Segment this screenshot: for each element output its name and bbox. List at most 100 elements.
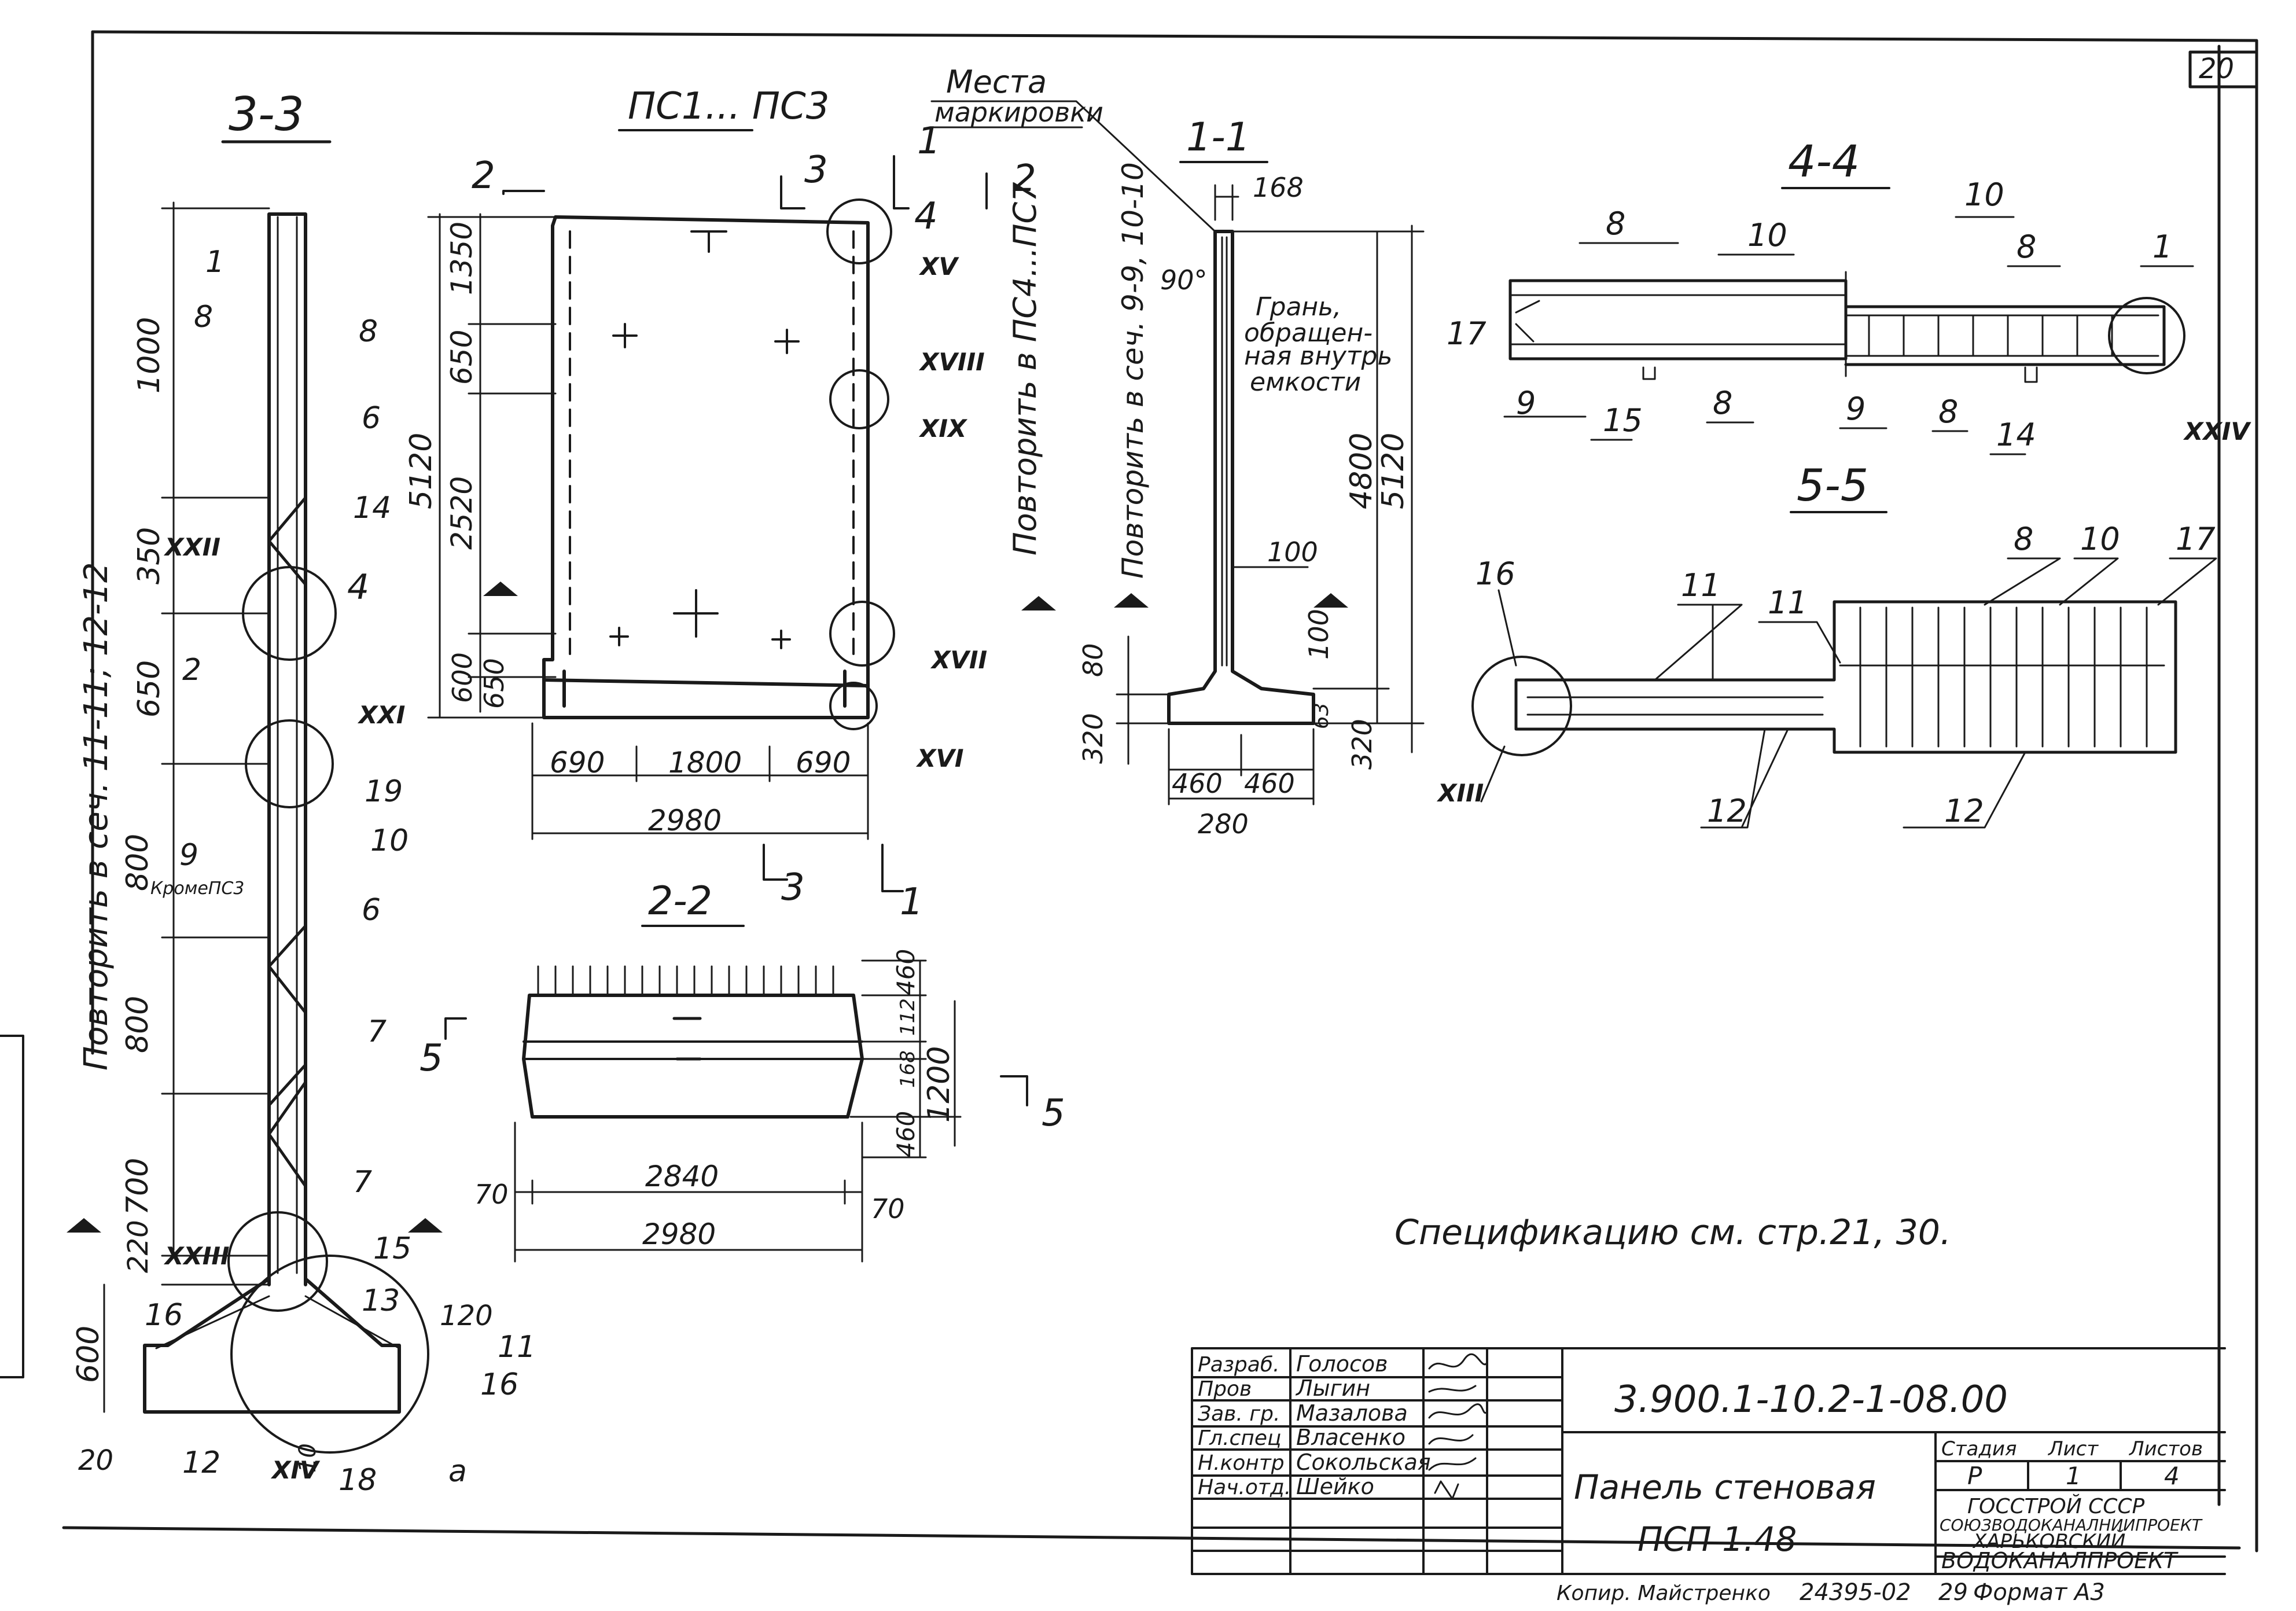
section-2-2: 2-2 460 112 168 460 1200 70 2840 70 2980… — [420, 878, 1065, 1263]
callout: 19 — [365, 774, 403, 809]
dim-1200: 1200 — [922, 1046, 956, 1123]
dim-350: 350 — [132, 527, 167, 584]
footer-page: 29 — [1938, 1579, 1968, 1606]
callout: 10 — [1747, 217, 1787, 253]
callout: 9 — [1516, 385, 1536, 421]
title-block: Разраб. Пров Зав. гр. Гл.спец Н.контр На… — [1191, 1347, 2226, 1575]
name: Голосов — [1296, 1351, 1388, 1377]
dim-600: 600 — [71, 1326, 106, 1383]
node-label: XVIII — [918, 348, 985, 376]
level-mark — [483, 582, 518, 596]
role: Н.контр — [1198, 1451, 1285, 1475]
col-header-stage: Стадия — [1941, 1437, 2017, 1461]
callout: 6 — [362, 401, 381, 436]
callout: 16 — [1476, 556, 1515, 592]
dim-650: 650 — [445, 330, 479, 385]
dim-70a: 70 — [474, 1179, 509, 1210]
panel-section-marks: 2 3 1 4 2 3 1 — [472, 120, 1036, 924]
repeat-note-3-3: Повторить в сеч. 11-11; 12-12 — [78, 562, 115, 1071]
col-header-sheets: Листов — [2128, 1437, 2203, 1461]
node-label: XVII — [930, 646, 987, 674]
callout: 8 — [2014, 521, 2033, 557]
item-title-1: Панель стеновая — [1574, 1467, 1876, 1507]
section-4-4-callouts: 8 10 10 8 1 17 9 15 8 9 8 14 — [1447, 176, 2172, 453]
section-1-1: 1-1 Места маркировки 168 90° 100 100 80 … — [930, 64, 1425, 840]
callout: 16 — [145, 1298, 183, 1333]
dim-650: 650 — [132, 660, 167, 718]
dim-280: 280 — [1198, 808, 1249, 840]
dim-90deg: 90° — [1160, 264, 1208, 296]
title-block-names: Голосов Лыгин Мазалова Власенко Сокольск… — [1295, 1351, 1431, 1499]
dim-700: 700 — [120, 1158, 155, 1215]
role: Нач.отд. — [1198, 1476, 1291, 1499]
callout: 10 — [1964, 176, 2004, 213]
section-mark: 2 — [1013, 157, 1036, 200]
marking-label-1: Места — [946, 64, 1047, 100]
role: Зав. гр. — [1198, 1402, 1280, 1426]
face-note: Грань, обращен- ная внутрь емкости — [1244, 292, 1392, 397]
dim-1800: 1800 — [668, 746, 742, 779]
section-mark: 4 — [914, 195, 938, 238]
node-label: XXI — [357, 701, 405, 729]
level-mark — [1313, 593, 1348, 608]
face-note-line: обращен- — [1244, 318, 1373, 348]
section-mark: 3 — [781, 866, 805, 909]
item-title-2: ПСП 1.48 — [1638, 1520, 1797, 1559]
level-mark — [67, 1218, 101, 1233]
section-5-5: 5-5 16 11 11 8 10 17 12 12 XIII — [1436, 459, 2217, 829]
callout: 10 — [2080, 521, 2120, 557]
org-line: ХАРЬКОВСКИЙ — [1972, 1529, 2125, 1553]
dim-460a: 460 — [1172, 768, 1223, 799]
sheets-value: 4 — [2164, 1462, 2180, 1490]
section-5-5-callouts: 16 11 11 8 10 17 12 12 — [1476, 521, 2216, 829]
callout: 17 — [1447, 315, 1486, 352]
panel-elevation: ПС1... ПС3 1350 650 2520 600 650 — [427, 85, 1056, 924]
col-header-sheet: Лист — [2047, 1437, 2099, 1461]
section-mark: 2 — [472, 155, 495, 197]
node-label: XVI — [915, 744, 964, 773]
callout: 8 — [194, 300, 213, 334]
node-label: XIII — [1436, 779, 1484, 807]
callout: 6 — [362, 893, 381, 928]
callout: 11 — [1768, 584, 1808, 621]
section-3-3: 3-3 1000 350 650 800 800 700 220 600 512… — [67, 87, 536, 1498]
face-note-line: Грань, — [1256, 292, 1341, 322]
footer-copy: Копир. Майстренко — [1557, 1581, 1771, 1605]
dim-320a: 320 — [1077, 713, 1109, 764]
dim-5120: 5120 — [404, 433, 439, 509]
callout: 11 — [498, 1330, 536, 1364]
section-4-4: 4-4 8 10 10 8 1 17 9 15 8 9 8 14 XXIV — [1447, 135, 2251, 455]
name: Власенко — [1296, 1425, 1405, 1450]
dim-100b: 100 — [1303, 609, 1334, 660]
section-2-2-dimension-lines — [514, 959, 962, 1263]
dim-63: 63 — [1309, 702, 1333, 729]
callout: 15 — [373, 1231, 411, 1266]
callout: 12 — [1944, 793, 1984, 829]
section-4-4-title: 4-4 — [1788, 135, 1860, 187]
name: Сокольская — [1296, 1450, 1431, 1475]
node-label: XIV — [270, 1456, 321, 1484]
section-3-3-callouts: 1 8 8 6 14 2 19 10 9 6 7 7 15 16 13 11 1… — [145, 245, 536, 1498]
callout: 10 — [370, 823, 409, 858]
panel-nodes: XV XVIII XIX XVII XVI — [915, 252, 987, 773]
panel-dimension-lines — [427, 213, 869, 840]
dim-690a: 690 — [550, 746, 605, 779]
dim-800b: 800 — [120, 996, 155, 1053]
role: Гл.спец — [1198, 1426, 1282, 1450]
dim-168: 168 — [1253, 172, 1304, 203]
stage-value: Р — [1967, 1462, 1982, 1490]
section-1-1-title: 1-1 — [1186, 115, 1250, 160]
callout: 12 — [1707, 793, 1747, 829]
dim-650b: 650 — [479, 658, 510, 709]
section-mark: 1 — [900, 881, 923, 924]
dim-460b: 460 — [892, 1111, 920, 1157]
node-label: XIX — [918, 414, 968, 443]
dim-100a: 100 — [1267, 536, 1318, 568]
footer-format: Формат А3 — [1973, 1579, 2105, 1606]
footer-order: 24395-02 — [1800, 1579, 1911, 1606]
repeat-note-panel: Повторить в ПС4...ПС7 — [1007, 182, 1043, 556]
level-mark — [408, 1218, 443, 1233]
node-label: XV — [918, 252, 959, 281]
org-line: ГОССТРОЙ СССР — [1967, 1494, 2144, 1518]
